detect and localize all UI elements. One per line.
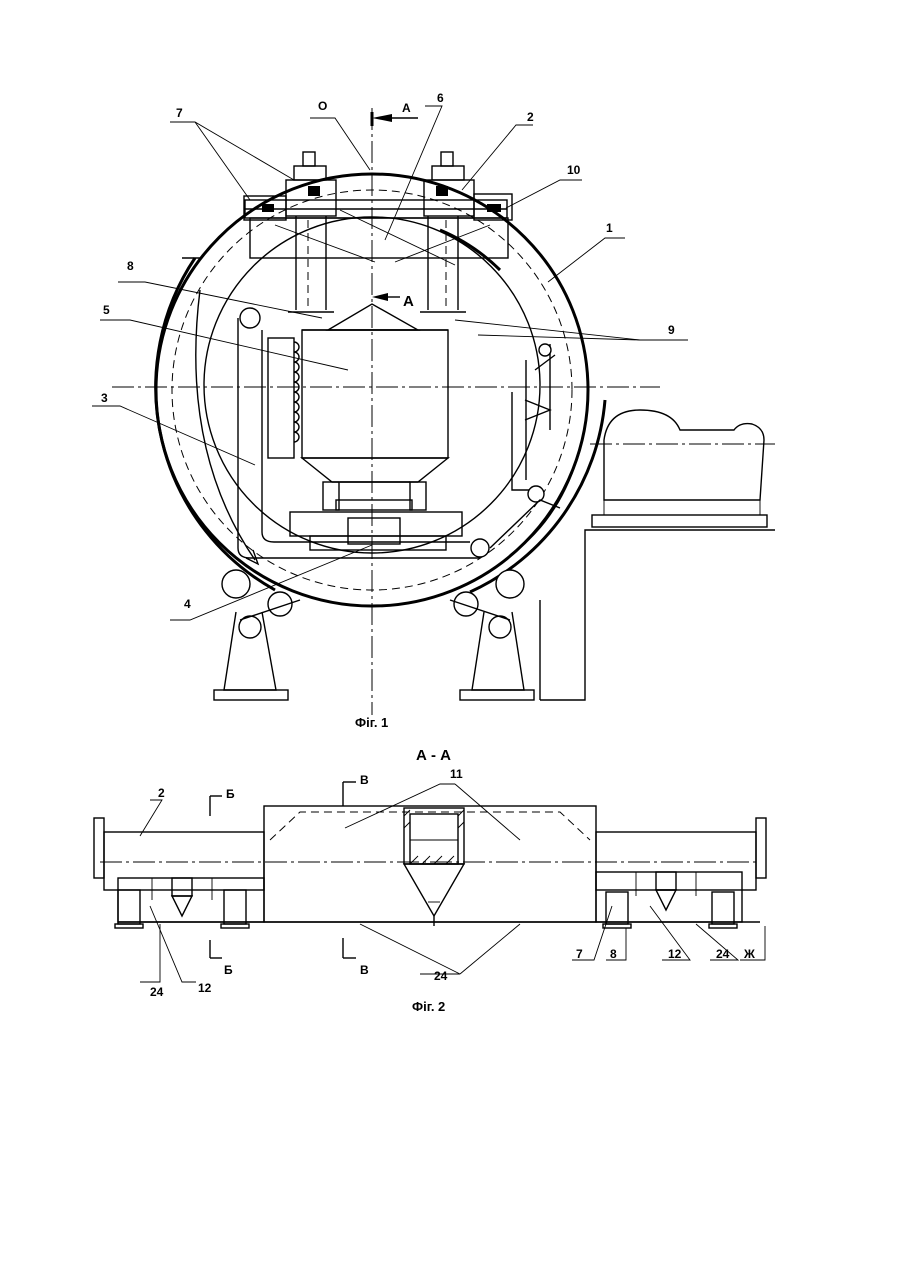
fig2-label-12-left: 12 — [198, 981, 212, 995]
figure-2: А - А — [94, 747, 766, 1014]
fig2-label-24-mid: 24 — [434, 969, 448, 983]
fig2-label-zh: Ж — [743, 947, 755, 961]
fig2-label-v-top: В — [360, 773, 369, 787]
figure-1-caption: Фіг. 1 — [355, 715, 388, 730]
fig2-label-v-bottom: В — [360, 963, 369, 977]
figure-1: 1 2 3 4 5 6 7 8 9 10 О А А Фіг. 1 — [92, 91, 775, 730]
fig2-label-2: 2 — [158, 786, 165, 800]
label-7: 7 — [176, 106, 183, 120]
label-6: 6 — [437, 91, 444, 105]
label-a-mid: А — [403, 293, 414, 310]
figure-2-caption: Фіг. 2 — [412, 999, 445, 1014]
fig2-label-8: 8 — [610, 947, 617, 961]
label-1: 1 — [606, 221, 613, 235]
fig2-label-7: 7 — [576, 947, 583, 961]
label-5: 5 — [103, 303, 110, 317]
fig2-label-11: 11 — [450, 767, 463, 781]
fig2-label-24-left: 24 — [150, 985, 164, 999]
label-9: 9 — [668, 323, 675, 337]
fig2-label-b-top: Б — [226, 787, 235, 801]
fig2-label-b-bottom: Б — [224, 963, 233, 977]
label-4: 4 — [184, 597, 191, 611]
fig2-label-24-right: 24 — [716, 947, 730, 961]
fig2-label-12-right: 12 — [668, 947, 682, 961]
label-10: 10 — [567, 163, 581, 177]
container-body — [302, 330, 448, 458]
label-3: 3 — [101, 391, 108, 405]
label-8: 8 — [127, 259, 134, 273]
label-o: О — [318, 99, 327, 113]
label-2: 2 — [527, 110, 534, 124]
label-a-top: А — [402, 101, 411, 115]
section-title-a-a: А - А — [416, 747, 451, 764]
